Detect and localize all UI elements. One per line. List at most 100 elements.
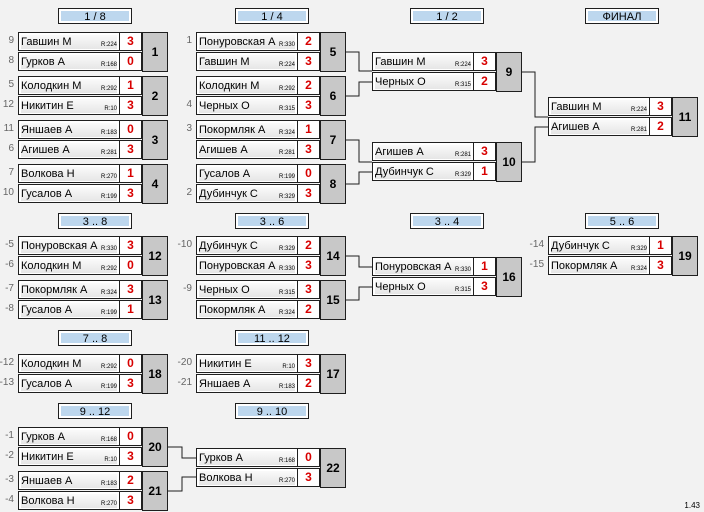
player-score: 3	[297, 355, 319, 372]
player-rating: R:168	[100, 437, 117, 443]
match-number: 11	[672, 97, 698, 137]
seed-number: -14	[529, 239, 544, 250]
round-header-h910: 9 .. 10	[235, 403, 309, 419]
seed-number: 9	[8, 35, 14, 46]
player-name: Агишев А	[21, 143, 117, 157]
seed-number: 2	[186, 187, 192, 198]
player-name: Покормляк А	[199, 123, 295, 137]
seed-number: -2	[5, 450, 14, 461]
player-name: Гавшин М	[375, 55, 471, 69]
player-name: Гурков А	[21, 430, 117, 444]
player-name: Понуровская А	[199, 259, 295, 273]
match-number: 4	[142, 164, 168, 204]
match-number: 8	[320, 164, 346, 204]
round-header-h912: 9 .. 12	[58, 403, 132, 419]
seed-number: -6	[5, 259, 14, 270]
player-rating: R:224	[454, 62, 471, 68]
player-rating: R:315	[454, 82, 471, 88]
match-number: 6	[320, 76, 346, 116]
player-name: Никитин Е	[21, 99, 117, 113]
match-number: 14	[320, 236, 346, 276]
player-name: Колодкин М	[21, 259, 117, 273]
player-rating: R:10	[104, 457, 117, 463]
player-name: Дубинчук С	[199, 187, 295, 201]
player-name: Никитин Е	[199, 357, 295, 371]
player-name: Гусалов А	[21, 377, 117, 391]
player-rating: R:10	[104, 106, 117, 112]
player-score: 0	[119, 428, 141, 445]
connector-line	[522, 71, 548, 118]
seed-number: 12	[2, 99, 14, 110]
seed-number: -8	[5, 303, 14, 314]
seed-number: -1	[5, 430, 14, 441]
seed-number: -12	[0, 357, 14, 368]
connector-line	[168, 446, 196, 459]
match-number: 16	[496, 257, 522, 297]
player-name: Гусалов А	[21, 187, 117, 201]
seed-number: -10	[177, 239, 192, 250]
match-number: 10	[496, 142, 522, 182]
player-rating: R:224	[630, 107, 647, 113]
player-score: 3	[119, 185, 141, 202]
player-name: Гавшин М	[551, 100, 647, 114]
match-number: 12	[142, 236, 168, 276]
seed-number: 5	[8, 79, 14, 90]
player-score: 3	[119, 141, 141, 158]
player-score: 3	[297, 97, 319, 114]
player-score: 1	[119, 301, 141, 318]
player-name: Дубинчук С	[199, 239, 295, 253]
player-rating: R:199	[278, 174, 295, 180]
player-name: Волкова Н	[21, 167, 117, 181]
player-name: Волкова Н	[21, 494, 117, 508]
player-score: 3	[649, 257, 671, 274]
player-name: Гусалов А	[199, 167, 295, 181]
connector-line	[346, 51, 372, 72]
round-header-h12: 1 / 2	[410, 8, 484, 24]
player-rating: R:315	[278, 106, 295, 112]
player-rating: R:292	[100, 364, 117, 370]
connector-line	[346, 171, 372, 185]
seed-number: 7	[8, 167, 14, 178]
player-score: 0	[297, 165, 319, 182]
player-name: Яншаев А	[21, 123, 117, 137]
match-number: 20	[142, 427, 168, 467]
player-name: Гавшин М	[21, 35, 117, 49]
match-number: 17	[320, 354, 346, 394]
player-name: Гусалов А	[21, 303, 117, 317]
seed-number: -15	[529, 259, 544, 270]
connector-line	[346, 81, 372, 97]
player-score: 2	[297, 375, 319, 392]
player-rating: R:10	[282, 364, 295, 370]
player-rating: R:315	[278, 290, 295, 296]
player-rating: R:281	[100, 150, 117, 156]
player-rating: R:329	[454, 172, 471, 178]
round-header-h18: 1 / 8	[58, 8, 132, 24]
player-name: Дубинчук С	[375, 165, 471, 179]
seed-number: -13	[0, 377, 14, 388]
player-name: Покормляк А	[199, 303, 295, 317]
player-score: 3	[473, 53, 495, 70]
seed-number: 11	[3, 123, 14, 134]
player-rating: R:183	[100, 481, 117, 487]
